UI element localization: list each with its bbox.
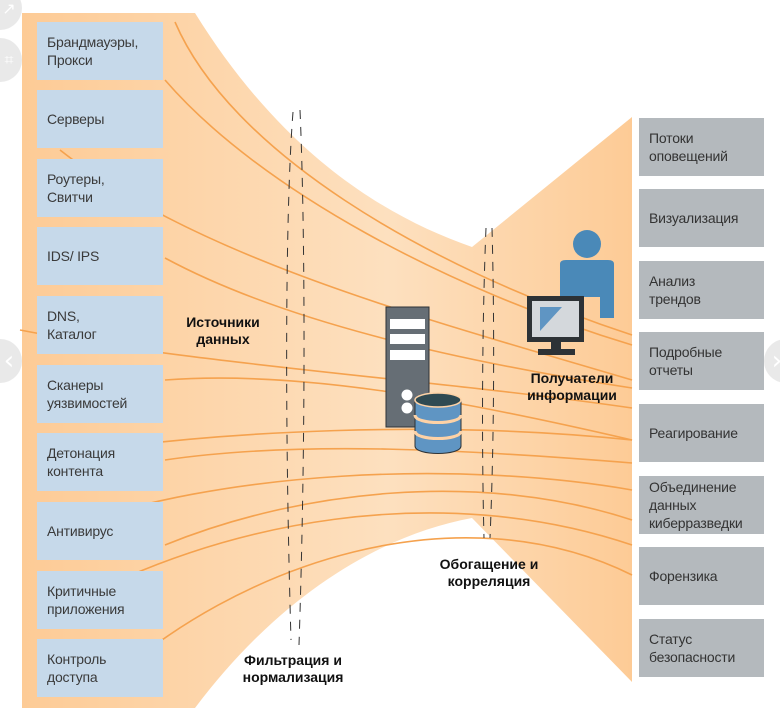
crop-button[interactable]: ⌗ <box>0 38 22 82</box>
recipient-label: Форензика <box>649 568 718 584</box>
source-box-routers: Роутеры, Свитчи <box>37 159 163 217</box>
recipient-box-trend-analysis: Анализ трендов <box>639 261 764 319</box>
flow-line <box>164 490 633 546</box>
next-slide-button[interactable]: › <box>764 339 780 383</box>
recipient-box-threat-intel: Объединение данных киберразведки <box>639 476 764 534</box>
recipient-label: Статус безопасности <box>649 631 736 665</box>
expand-icon: ↗ <box>2 0 16 18</box>
source-box-firewalls: Брандмауэры, Прокси <box>37 22 163 80</box>
source-label: Антивирус <box>47 523 114 539</box>
source-label: IDS/ IPS <box>47 248 100 264</box>
recipient-label: Анализ трендов <box>649 273 701 307</box>
recipient-label: Реагирование <box>649 425 738 441</box>
chevron-left-icon: ‹ <box>3 346 15 376</box>
source-label: Детонация контента <box>47 445 115 479</box>
recipient-box-alert-streams: Потоки оповещений <box>639 118 764 176</box>
recipient-label: Подробные отчеты <box>649 344 723 378</box>
source-box-servers: Серверы <box>37 90 163 148</box>
previous-slide-button[interactable]: ‹ <box>0 339 22 383</box>
enrichment-ring <box>482 227 495 539</box>
source-box-critical-apps: Критичные приложения <box>37 571 163 629</box>
recipient-box-detailed-reports: Подробные отчеты <box>639 332 764 390</box>
flow-line <box>99 537 633 691</box>
source-label: Брандмауэры, Прокси <box>47 34 139 68</box>
flow-line <box>164 257 633 389</box>
source-label: Роутеры, Свитчи <box>47 171 105 205</box>
chevron-right-icon: › <box>772 346 780 376</box>
source-label: Критичные приложения <box>47 583 125 617</box>
monitor-icon <box>527 296 584 355</box>
recipient-label: Потоки оповещений <box>649 130 728 164</box>
source-label: Контроль доступа <box>47 651 107 685</box>
database-icon <box>413 392 463 454</box>
crop-icon: ⌗ <box>4 50 14 69</box>
recipient-box-forensics: Форензика <box>639 547 764 605</box>
source-box-vuln-scanners: Сканеры уязвимостей <box>37 365 163 423</box>
label-recipients: Получатели информации <box>527 370 617 403</box>
source-box-ids-ips: IDS/ IPS <box>37 227 163 285</box>
source-box-access-control: Контроль доступа <box>37 639 163 697</box>
recipient-box-security-status: Статус безопасности <box>639 619 764 677</box>
source-box-antivirus: Антивирус <box>37 502 163 560</box>
recipient-box-response: Реагирование <box>639 404 764 462</box>
flow-line <box>164 377 633 441</box>
label-enrichment: Обогащение и корреляция <box>439 556 539 589</box>
source-label: Серверы <box>47 111 105 127</box>
recipient-label: Визуализация <box>649 210 739 226</box>
source-label: DNS, Каталог <box>47 308 97 342</box>
funnel-shape <box>22 13 632 708</box>
flow-line <box>164 447 633 464</box>
label-data-sources: Источники данных <box>186 314 260 347</box>
recipient-label: Объединение данных киберразведки <box>649 479 743 531</box>
recipient-box-visualization: Визуализация <box>639 189 764 247</box>
label-filtering: Фильтрация и нормализация <box>242 652 344 685</box>
source-label: Сканеры уязвимостей <box>47 377 128 411</box>
expand-button[interactable]: ↗ <box>0 0 22 30</box>
source-box-detonation: Детонация контента <box>37 433 163 491</box>
source-box-dns: DNS, Каталог <box>37 296 163 354</box>
filtering-ring <box>286 109 305 646</box>
